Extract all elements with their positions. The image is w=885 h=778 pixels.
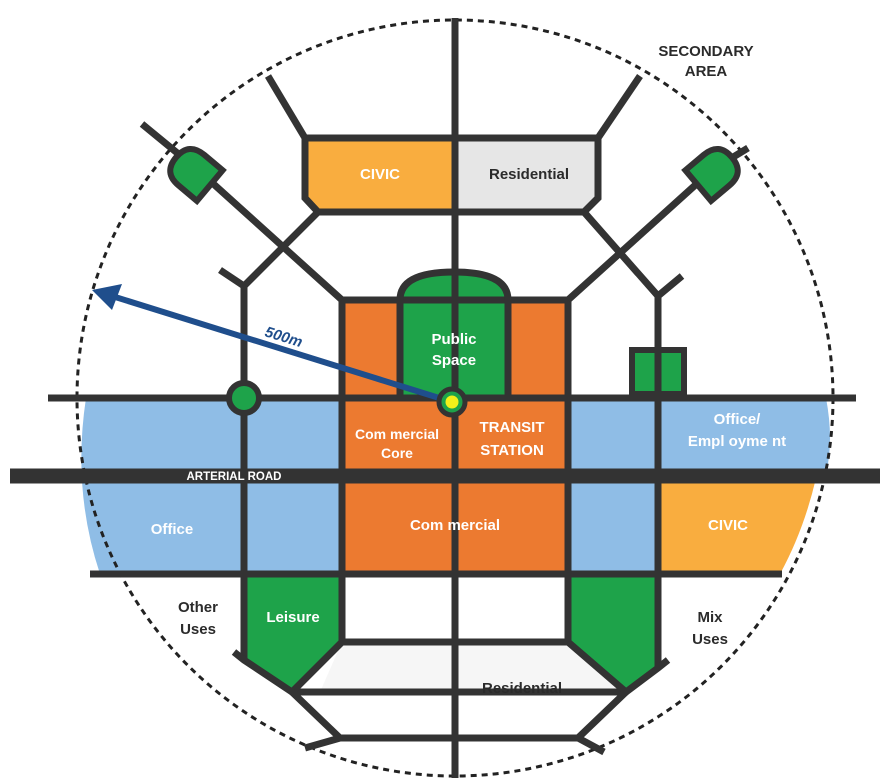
public-space-outline xyxy=(396,268,512,398)
mix-uses-label-line1: Mix xyxy=(697,609,723,626)
radius-arrow: 500m xyxy=(92,284,453,405)
office-employment-block xyxy=(658,398,830,474)
office-block-left xyxy=(81,398,343,574)
road-network xyxy=(10,18,880,778)
transit-station-label-line1: TRANSIT xyxy=(480,419,545,436)
civic-block-right xyxy=(658,478,816,574)
residential-block-top xyxy=(452,138,598,212)
secondary-area-label-line1: SECONDARY xyxy=(658,43,753,60)
road-diagonal-upper-right xyxy=(581,209,685,301)
residential-top-label: Residential xyxy=(489,166,569,183)
commercial-core-label-line2: Core xyxy=(381,445,413,461)
office-employment-label-line2: Empl oyme nt xyxy=(688,433,786,450)
commercial-core-block xyxy=(342,398,452,474)
residential-block-bottom xyxy=(320,642,626,692)
civic-right-label: CIVIC xyxy=(708,517,748,534)
residential-bottom-label: Residential xyxy=(482,680,562,697)
road-diagonal-upper-left xyxy=(218,209,321,291)
transit-station-marker xyxy=(445,395,459,409)
radius-line xyxy=(111,293,453,405)
other-uses-label-line2: Uses xyxy=(180,621,216,638)
road-bottom-lower-right xyxy=(572,689,629,756)
green-pad-top-right xyxy=(681,146,741,206)
civic-block-top xyxy=(305,138,452,212)
leisure-label: Leisure xyxy=(266,609,319,626)
office-left-label: Office xyxy=(151,521,194,538)
road-bottom-lower-left xyxy=(289,689,347,752)
civic-top-label: CIVIC xyxy=(360,166,400,183)
roundabout-node-left xyxy=(226,380,262,416)
road-bottom-right-diag xyxy=(565,639,671,697)
office-block-center-right xyxy=(568,398,658,574)
road-bottom-left-diag xyxy=(231,639,345,697)
transit-station-label-line2: STATION xyxy=(480,442,544,459)
public-space-label-line1: Public xyxy=(431,331,476,348)
public-space-label-line2: Space xyxy=(432,352,476,369)
commercial-label: Com mercial xyxy=(410,517,500,534)
commercial-block-top-right xyxy=(508,300,568,398)
leisure-block xyxy=(246,574,342,690)
radius-arrowhead xyxy=(92,284,122,310)
commercial-core-label-line1: Com mercial xyxy=(355,426,439,442)
arterial-road-label: ARTERIAL ROAD xyxy=(187,471,282,483)
green-pad-top-left xyxy=(167,146,227,206)
secondary-area-label-line2: AREA xyxy=(685,63,728,80)
road-diagonal-top-left xyxy=(264,74,309,140)
other-uses-label-line1: Other xyxy=(178,599,218,616)
road-diagonal-top-right xyxy=(595,74,643,140)
transit-station-block xyxy=(452,398,568,474)
mix-uses-label-line2: Uses xyxy=(692,631,728,648)
office-employment-label-line1: Office/ xyxy=(714,411,762,428)
labels: SECONDARY AREA CIVIC Residential Public … xyxy=(151,43,786,697)
green-square-outline xyxy=(629,347,687,397)
